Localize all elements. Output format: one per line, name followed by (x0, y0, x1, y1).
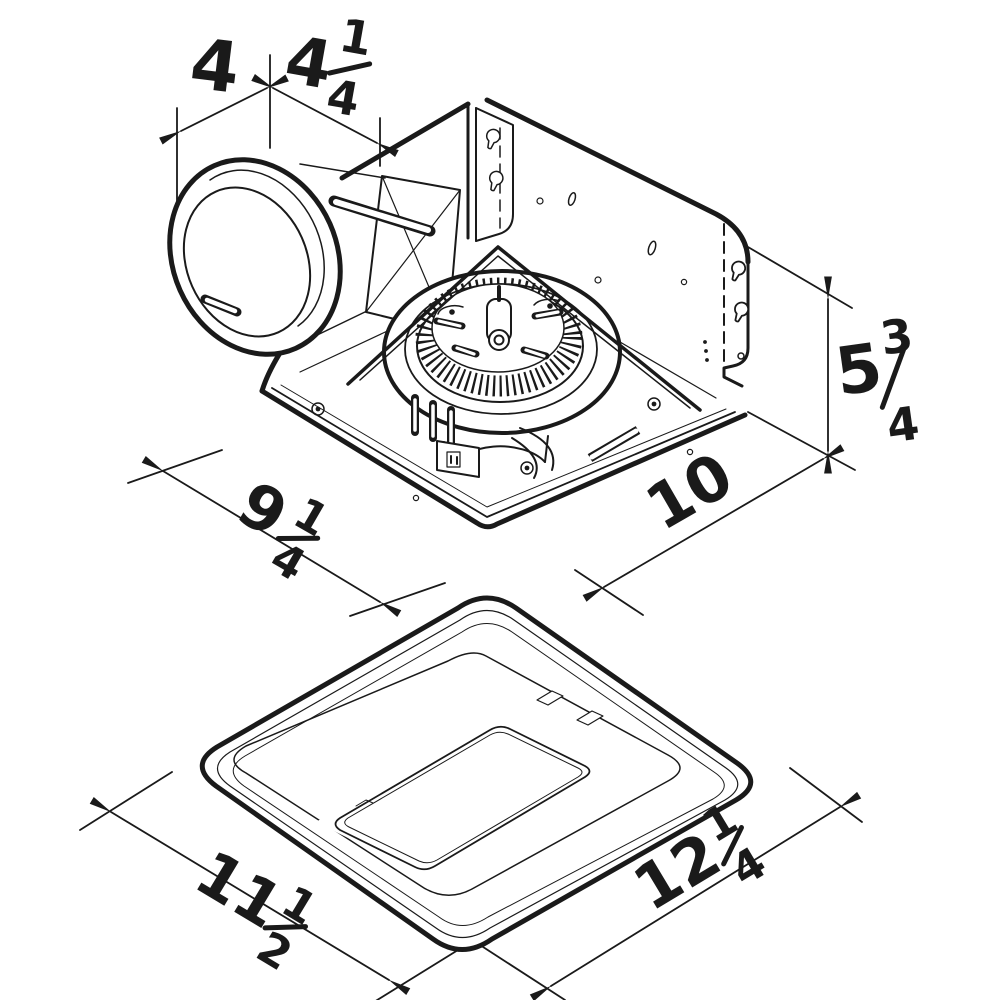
extension-line (789, 767, 863, 823)
wall-slot-hole (567, 191, 577, 207)
wire (511, 437, 538, 479)
fan-housing (167, 97, 752, 530)
extension-line (479, 944, 566, 1000)
wheel-spider (433, 285, 564, 360)
rivet-center (651, 401, 657, 407)
wall-slot-hole (647, 240, 657, 256)
pan-hole (412, 494, 420, 502)
rivet-dot (705, 358, 709, 362)
wheel-mounting-bracket-inner (359, 255, 691, 409)
keyhole-slot (485, 168, 506, 194)
collar-opening (182, 186, 312, 338)
wall-right-edge (722, 260, 750, 388)
rivet-center (524, 465, 530, 471)
spider-slot-inner (437, 319, 462, 328)
extension-line (375, 949, 459, 1000)
svg-text:1: 1 (336, 8, 377, 67)
spider-screw (449, 309, 455, 315)
fraction-bar (326, 61, 373, 76)
funnel-top-edge (299, 163, 386, 179)
extension-line (574, 569, 644, 616)
dimension-line-duct-width (251, 74, 399, 157)
dim-label-duct-offset: 4 (186, 23, 244, 110)
dimension-line-grille-width (529, 791, 862, 1000)
hub-center (493, 334, 505, 346)
rivet (520, 461, 534, 475)
svg-text:5: 5 (831, 328, 887, 411)
collar-inner-depth (209, 169, 325, 327)
pan-rim-inner2 (280, 384, 727, 508)
pan-vent-slot-inner (589, 428, 639, 460)
extension-line (747, 246, 853, 309)
spider-cutout (437, 305, 464, 315)
wall-hole (536, 197, 544, 205)
rivet-dot (704, 349, 708, 353)
fraction-bar (275, 535, 321, 542)
svg-text:4: 4 (883, 396, 922, 454)
dimension-line-grille-depth (89, 797, 411, 995)
damper-handle-inner (204, 297, 238, 314)
wall-top-edge (484, 97, 751, 265)
grille-slat-field (233, 652, 681, 896)
housing-right-wall (466, 97, 752, 388)
fraction-bar (262, 924, 309, 931)
dimension-line-housing-depth (141, 456, 402, 617)
flange-screw-hole (737, 352, 745, 360)
dim-label-housing-height: 5 3 4 (831, 308, 923, 454)
funnel-brace (365, 189, 461, 313)
rivet (647, 397, 661, 411)
rivet-center (315, 406, 321, 412)
grille-latch-notch (536, 690, 564, 706)
spider-slot-inner (524, 348, 546, 358)
dim-label-duct-width: 4 1 4 (280, 8, 377, 127)
pan-rim-outer (259, 388, 748, 530)
spider-slot-inner (535, 310, 560, 318)
dimension-line-housing-width (582, 444, 845, 602)
fraction-bar (879, 345, 907, 410)
housing-left-wall-top-edge (339, 101, 471, 181)
duct-collar (167, 157, 343, 357)
receptacle-outlet (446, 451, 461, 468)
dimension-annotations (79, 54, 863, 1000)
hub-ring (488, 329, 510, 351)
dim-label-grille-depth: 11 1 2 (183, 836, 325, 981)
damper-flap-inner (333, 199, 431, 233)
grille-inner-contour (216, 609, 739, 939)
keyhole-slot (726, 258, 749, 284)
extension-line (747, 411, 856, 471)
wall-hole (594, 276, 602, 284)
corner-flange (475, 107, 514, 242)
extension-line (349, 582, 446, 617)
rivet (311, 402, 325, 416)
svg-text:3: 3 (877, 308, 916, 366)
grille-latch-notch (576, 710, 604, 726)
spider-slot-inner (455, 346, 476, 356)
grille-dome-contour (232, 623, 725, 926)
dim-label-housing-depth: 9 1 4 (226, 467, 337, 592)
fraction-bar (721, 825, 744, 867)
spider-screw (547, 303, 553, 309)
motor-and-wiring (411, 394, 555, 479)
wheel-mounting-bracket (346, 245, 702, 412)
spider-cutout (533, 298, 560, 306)
wire (519, 427, 555, 471)
wall-hole (680, 278, 688, 286)
blower-assembly (346, 245, 702, 435)
keyhole-slot (482, 126, 503, 152)
rivet-dot (703, 340, 707, 344)
